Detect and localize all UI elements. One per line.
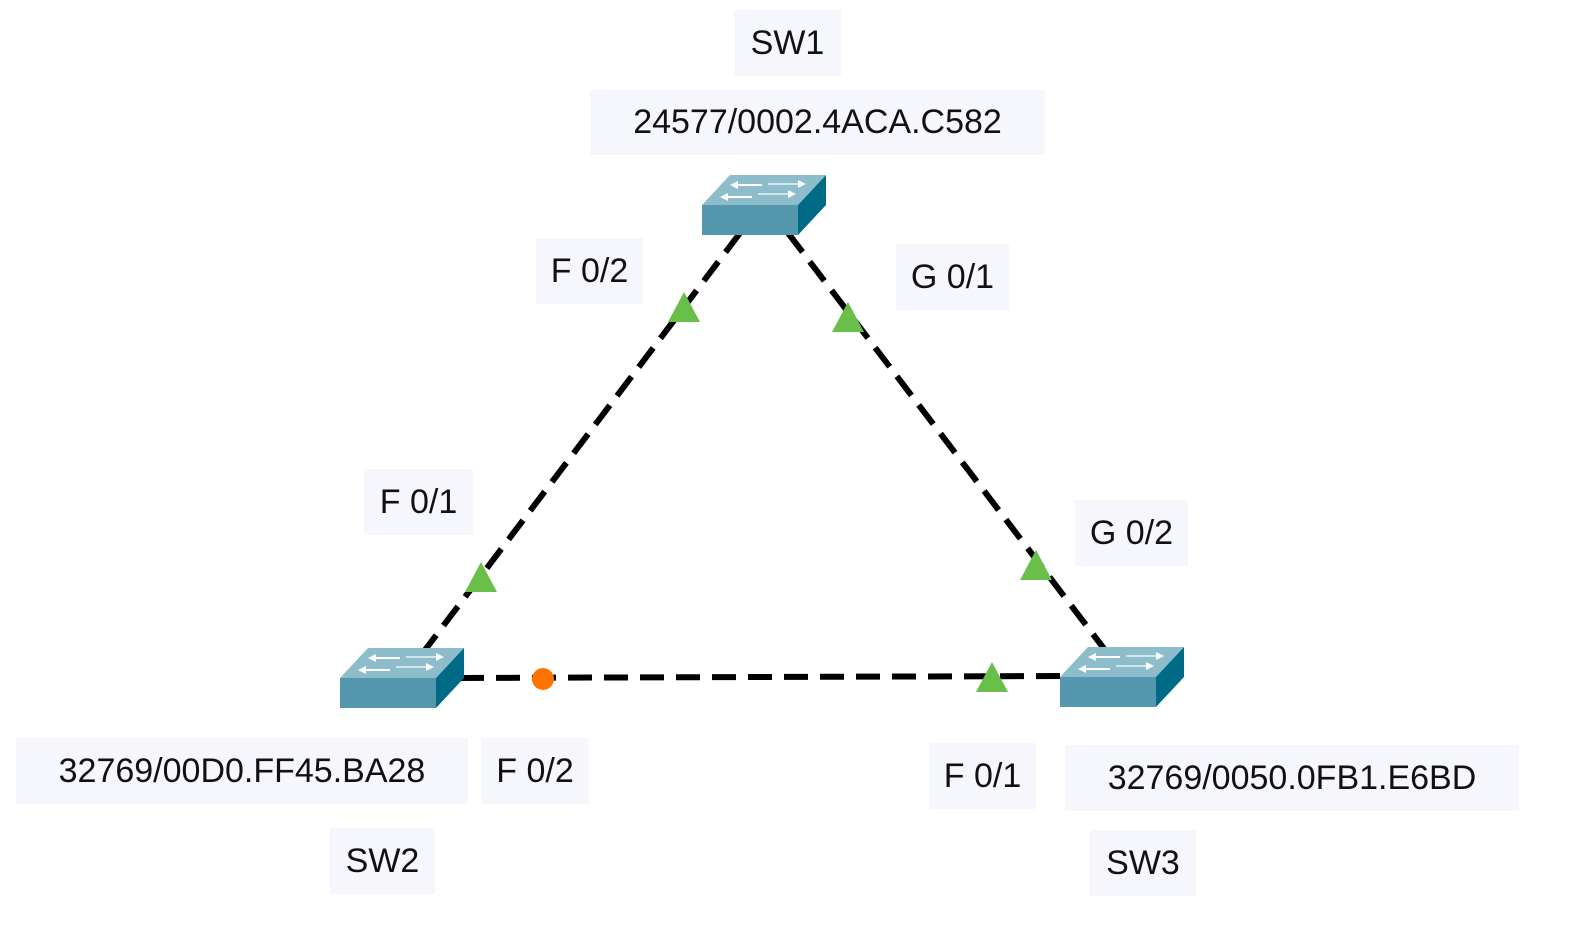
sw2-bridge-id-label: 32769/00D0.FF45.BA28 xyxy=(16,738,468,804)
switch-sw3-icon[interactable] xyxy=(1059,646,1185,708)
sw1-bridge-id-label: 24577/0002.4ACA.C582 xyxy=(590,90,1045,155)
sw1-name-label: SW1 xyxy=(734,10,841,76)
switch-sw2-icon[interactable] xyxy=(339,647,465,709)
port-forwarding-triangle-icon xyxy=(976,662,1008,692)
port-forwarding-triangle-icon xyxy=(1020,550,1052,580)
sw2-port-to-sw3-label: F 0/2 xyxy=(481,738,589,804)
sw1-port-to-sw3-label: G 0/1 xyxy=(896,244,1009,310)
sw2-name-label: SW2 xyxy=(330,828,435,894)
sw3-name-label: SW3 xyxy=(1090,830,1196,896)
sw3-bridge-id-label: 32769/0050.0FB1.E6BD xyxy=(1065,745,1519,811)
sw3-port-to-sw2-label: F 0/1 xyxy=(929,743,1036,809)
port-forwarding-triangle-icon xyxy=(832,302,864,332)
port-forwarding-triangle-icon xyxy=(668,292,700,322)
sw2-port-to-sw1-label: F 0/1 xyxy=(364,469,473,535)
port-forwarding-triangle-icon xyxy=(465,562,497,592)
sw1-port-to-sw2-label: F 0/2 xyxy=(536,238,643,304)
link-sw2-sw3 xyxy=(459,673,1061,681)
port-blocking-dot-icon xyxy=(532,668,554,690)
sw3-port-to-sw1-label: G 0/2 xyxy=(1075,500,1188,566)
link-sw1-sw3 xyxy=(785,231,1108,652)
switch-sw1-icon[interactable] xyxy=(701,174,827,236)
